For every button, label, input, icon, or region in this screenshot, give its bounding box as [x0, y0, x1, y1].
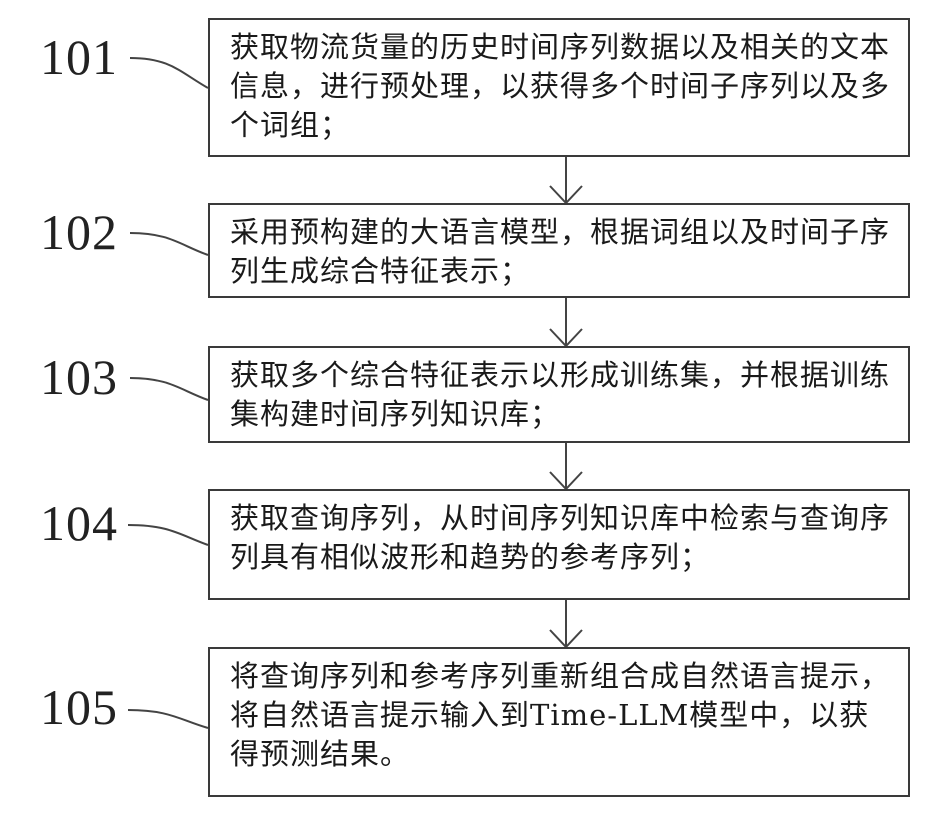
- leader-line-105: [128, 710, 208, 728]
- step-label-102: 102: [40, 203, 118, 261]
- step-text-102: 采用预构建的大语言模型，根据词组以及时间子序列生成综合特征表示；: [230, 215, 890, 288]
- leader-line-103: [130, 378, 208, 400]
- leader-line-101: [130, 58, 208, 88]
- step-box-101: 获取物流货量的历史时间序列数据以及相关的文本信息，进行预处理，以获得多个时间子序…: [208, 18, 910, 157]
- leader-line-102: [130, 233, 208, 255]
- step-box-102: 采用预构建的大语言模型，根据词组以及时间子序列生成综合特征表示；: [208, 203, 910, 298]
- step-box-103: 获取多个综合特征表示以形成训练集，并根据训练集构建时间序列知识库；: [208, 346, 910, 443]
- arrow-3-4: [550, 443, 582, 489]
- step-text-105: 将查询序列和参考序列重新组合成自然语言提示，将自然语言提示输入到Time-LLM…: [230, 659, 890, 771]
- step-box-105: 将查询序列和参考序列重新组合成自然语言提示，将自然语言提示输入到Time-LLM…: [208, 647, 910, 797]
- step-label-104: 104: [40, 494, 118, 552]
- step-text-101: 获取物流货量的历史时间序列数据以及相关的文本信息，进行预处理，以获得多个时间子序…: [230, 30, 890, 142]
- step-label-105: 105: [40, 678, 118, 736]
- step-text-103: 获取多个综合特征表示以形成训练集，并根据训练集构建时间序列知识库；: [230, 358, 890, 431]
- leader-line-104: [128, 525, 208, 545]
- arrow-4-5: [550, 600, 582, 647]
- arrow-2-3: [550, 298, 582, 346]
- arrow-1-2: [550, 157, 582, 203]
- step-text-104: 获取查询序列，从时间序列知识库中检索与查询序列具有相似波形和趋势的参考序列；: [230, 501, 890, 574]
- step-label-101: 101: [40, 28, 118, 86]
- step-label-103: 103: [40, 348, 118, 406]
- step-box-104: 获取查询序列，从时间序列知识库中检索与查询序列具有相似波形和趋势的参考序列；: [208, 489, 910, 600]
